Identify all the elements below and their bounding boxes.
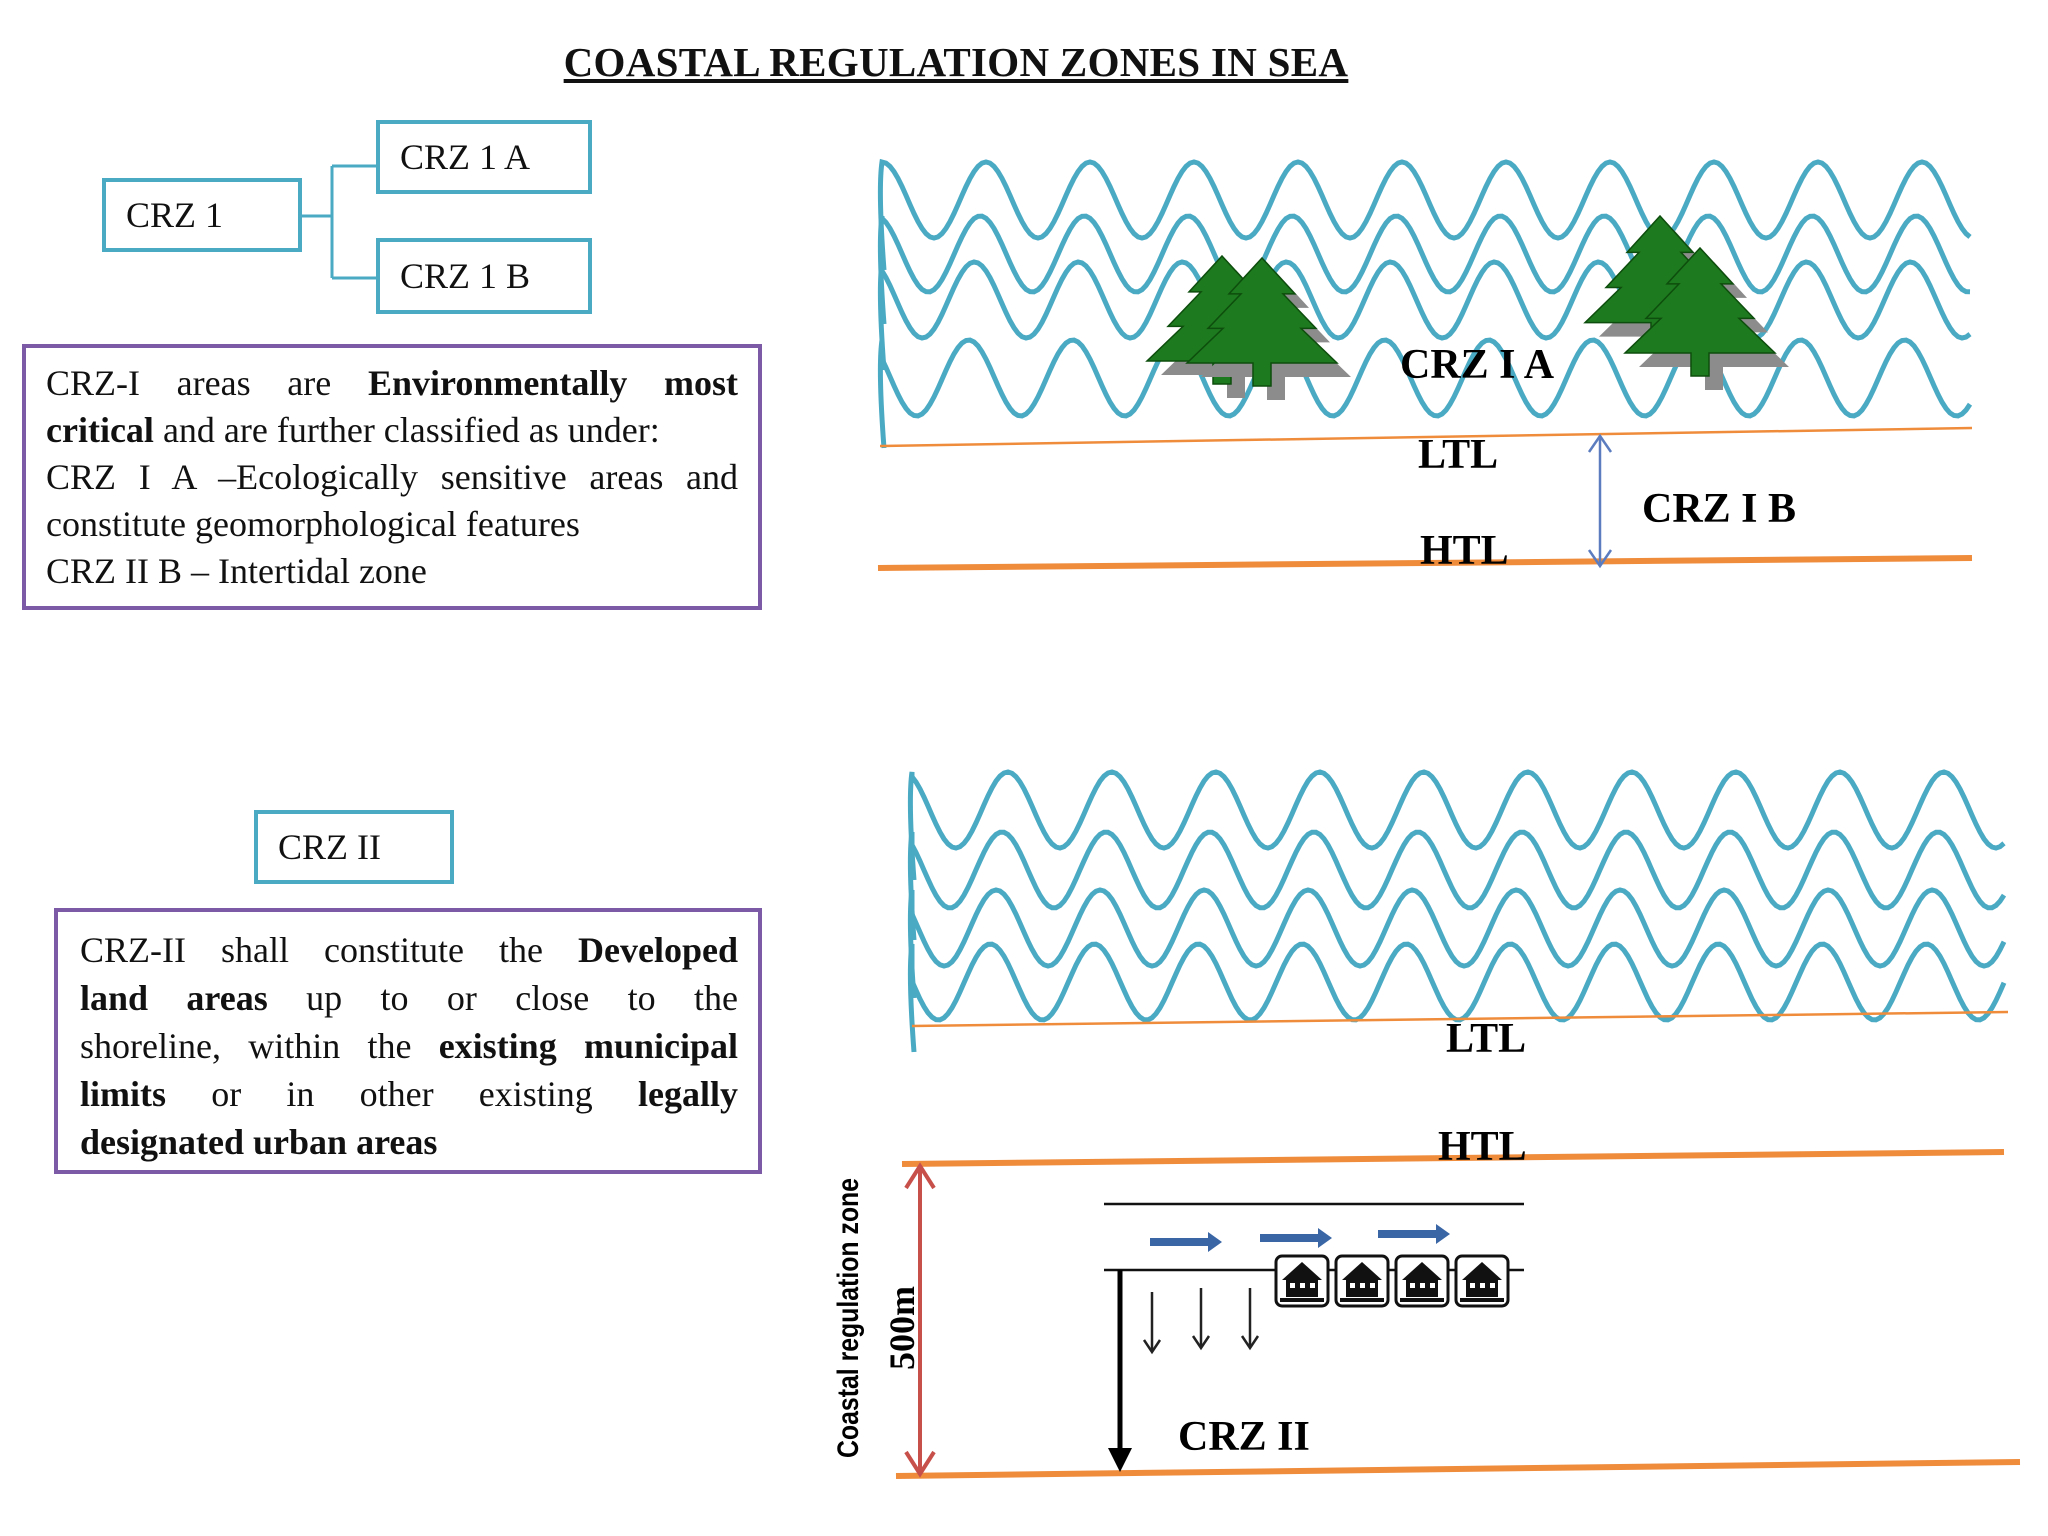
wave-line [877, 259, 1972, 371]
crz1-desc-bold: Environmentally most [367, 363, 738, 403]
houses [1274, 1254, 1510, 1308]
crz1a-zone-label: CRZ I A [1400, 342, 1555, 388]
crz2-desc-bold: land areas [80, 978, 268, 1018]
crz2-ltl-line [911, 1010, 2009, 1028]
crz1b-box: CRZ 1 B [376, 238, 592, 314]
tree-icon [1145, 214, 1789, 400]
crz1-root-label: CRZ 1 [126, 195, 224, 235]
crz1a-label: CRZ 1 A [400, 137, 531, 177]
wave-line [907, 769, 2006, 881]
house-icon [1454, 1254, 1510, 1308]
arrow-right-icon [1378, 1224, 1450, 1244]
crz2-desc-text: shoreline, within the [80, 1026, 439, 1066]
crz1-desc-line-3: CRZ I A –Ecologically sensitive areas an… [46, 457, 738, 497]
crz2-desc-text: up to or close to the [267, 978, 738, 1018]
wave-line [877, 337, 1973, 449]
crz1-desc-line-5: CRZ II B – Intertidal zone [46, 551, 427, 591]
crz1b-double-arrow [1587, 433, 1613, 569]
crz2-desc-line-2: land areas up to or close to the [80, 974, 738, 1022]
crz2-desc-line-4: limits or in other existing legally [80, 1070, 738, 1118]
crz2-desc-text: or in other existing [166, 1074, 639, 1114]
crz1-desc-bold: critical [46, 410, 154, 450]
wave-line [907, 829, 2007, 941]
crz2-ltl-label: LTL [1446, 1016, 1526, 1062]
crz2-desc-bold: limits [80, 1074, 166, 1114]
crz1b-label: CRZ 1 B [400, 256, 531, 296]
crz2-desc-text: CRZ-II shall constitute the [80, 930, 579, 970]
crz1b-zone-label: CRZ I B [1642, 486, 1796, 532]
crz1-desc-text: CRZ-I areas are [46, 363, 368, 403]
crz2-waves [907, 769, 2007, 1053]
crz2-description: CRZ-II shall constitute the Developed la… [54, 908, 762, 1174]
crz1-htl-label: HTL [1420, 528, 1509, 574]
zone-distance-label: 500m [882, 1286, 922, 1370]
crz1-htl-line [877, 555, 1973, 571]
crz1-waves [877, 158, 1973, 449]
arrow-right-icon [1260, 1228, 1332, 1248]
arrow-right-icon [1150, 1232, 1222, 1252]
crz1-desc-line-1: CRZ-I areas are Environmentally most [46, 360, 738, 407]
crz2-desc-bold: existing municipal [438, 1026, 738, 1066]
crz2-label: CRZ II [278, 827, 381, 867]
wave-line [907, 941, 2007, 1053]
crz1-diagram: CRZ I A LTL HTL CRZ I B [877, 158, 1973, 574]
zone-vertical-label: Coastal regulation zone [832, 1178, 865, 1458]
development-direction-arrows [1150, 1224, 1450, 1252]
crz1a-box: CRZ 1 A [376, 120, 592, 194]
crz1-root-box: CRZ 1 [102, 178, 302, 252]
crz1-desc-text: and are further classified as under: [153, 410, 660, 450]
crz2-htl-label: HTL [1438, 1124, 1527, 1170]
zone-width-arrow [904, 1162, 936, 1478]
wave-line [907, 887, 2007, 999]
wave-line [877, 213, 1971, 325]
crz2-desc-bold: Developed [578, 930, 738, 970]
crz2-desc-line-3: shoreline, within the existing municipal [80, 1022, 738, 1070]
crz2-htl-line [901, 1149, 2005, 1167]
tree-icon [1185, 256, 1339, 387]
crz1-desc-line-4: constitute geomorphological features [46, 504, 580, 544]
crz2-desc-line-5: designated urban areas [80, 1118, 738, 1166]
crz1-ltl-label: LTL [1418, 432, 1498, 478]
crz2-desc-bold: designated urban areas [80, 1122, 438, 1162]
house-icon [1274, 1254, 1330, 1308]
wave-line [877, 158, 1972, 271]
crz2-desc-line-1: CRZ-II shall constitute the Developed [80, 926, 738, 974]
tree-icon [1623, 246, 1777, 377]
crz1-desc-line-2: critical and are further classified as u… [46, 407, 738, 454]
crz1-tree-connector [302, 164, 378, 280]
page-title: COASTAL REGULATION ZONES IN SEA [563, 39, 1349, 85]
development-sketch [1104, 1202, 1524, 1472]
crz2-zone-limit-line [895, 1459, 2021, 1479]
crz2-diagram: LTL HTL Coastal regulation zone 500m CRZ… [832, 769, 2021, 1479]
crz2-box: CRZ II [254, 810, 454, 884]
crz1-description: CRZ-I areas are Environmentally most cri… [22, 344, 762, 610]
house-icon [1394, 1254, 1450, 1308]
crz1-ltl-line [879, 426, 1973, 448]
house-icon [1334, 1254, 1390, 1308]
crz2-zone-label: CRZ II [1178, 1414, 1310, 1460]
crz2-desc-bold: legally [638, 1074, 738, 1114]
